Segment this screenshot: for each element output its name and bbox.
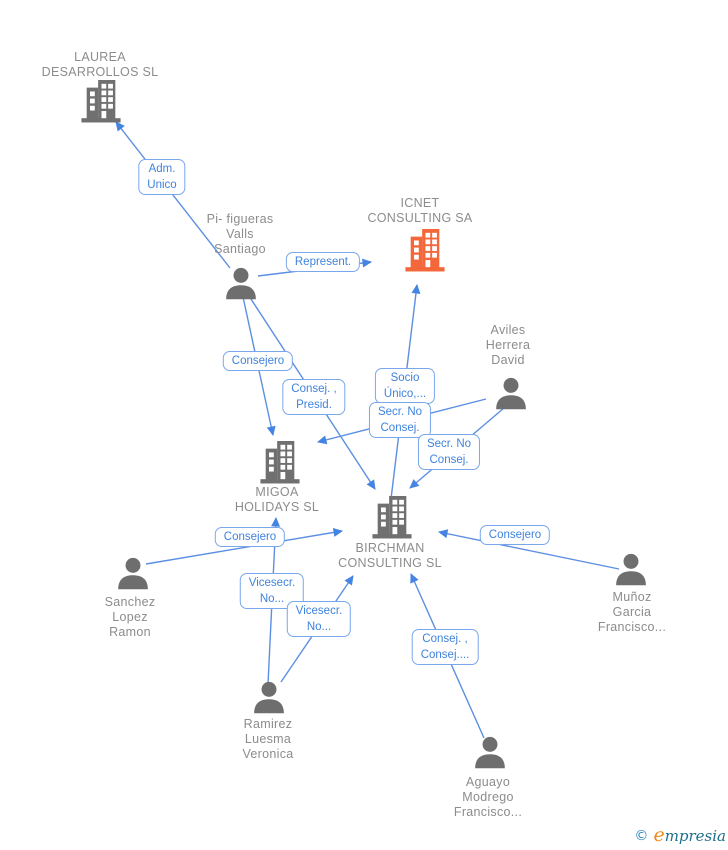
label-line: Vicesecr. xyxy=(295,605,343,617)
label-line: Aguayo xyxy=(465,775,511,789)
edge-pifigueras-laurea xyxy=(115,121,231,269)
person-icon[interactable] xyxy=(251,681,287,714)
label-line: Consejero xyxy=(488,529,542,541)
label-line: Consejero xyxy=(231,355,285,367)
label-line: Ramirez xyxy=(243,717,293,731)
company-building-icon[interactable] xyxy=(371,495,413,539)
label-line: Adm. xyxy=(148,163,176,175)
label-line: Secr. No xyxy=(426,438,472,450)
edge-munoz-birchman xyxy=(438,529,620,570)
label-line: ICNET xyxy=(400,196,440,210)
label-line: Francisco... xyxy=(453,805,523,820)
company-building-icon[interactable] xyxy=(259,440,301,484)
label-line: BIRCHMAN xyxy=(355,541,425,555)
node-birchman-label: BIRCHMAN CONSULTING SL xyxy=(338,541,442,571)
label-line: Consejero xyxy=(223,531,277,543)
label-line: Herrera xyxy=(485,338,531,353)
node-sanchez-label: Sanchez Lopez Ramon xyxy=(105,595,156,641)
label-line: Veronica xyxy=(242,747,294,762)
label-line: Secr. No xyxy=(377,406,423,418)
label-line: Consej. xyxy=(429,454,469,466)
label-line: Pi- figueras xyxy=(206,212,274,226)
label-line: Vicesecr. xyxy=(248,577,296,589)
empresia-logo[interactable]: © empresia xyxy=(634,824,726,846)
person-icon[interactable] xyxy=(115,557,151,590)
label-line: Aviles xyxy=(490,323,526,337)
edge-label-consejero-munoz[interactable]: Consejero xyxy=(479,525,551,545)
node-laurea-label: LAUREA DESARROLLOS SL xyxy=(42,50,159,80)
label-line: Consej.... xyxy=(420,649,470,661)
edge-label-consej-presid[interactable]: Consej. , Presid. xyxy=(282,379,346,415)
label-line: MIGOA xyxy=(255,485,299,499)
edge-label-represent[interactable]: Represent. xyxy=(285,252,361,272)
label-line: David xyxy=(491,353,525,368)
label-line: Único,... xyxy=(383,388,427,400)
label-line: Santiago xyxy=(214,242,266,257)
node-ramirez-label: Ramirez Luesma Veronica xyxy=(242,717,293,763)
label-line: Represent. xyxy=(294,256,352,268)
company-building-icon[interactable] xyxy=(80,79,122,123)
edge-sanchez-birchman xyxy=(145,527,343,565)
label-line: Consej. xyxy=(380,422,420,434)
node-pi-figueras-label: Pi- figueras Valls Santiago xyxy=(207,212,274,258)
node-aviles-label: Aviles Herrera David xyxy=(486,323,530,369)
edge-label-socio-unico[interactable]: Socio Único,... xyxy=(374,368,436,404)
label-line: No... xyxy=(306,621,332,633)
copyright-icon: © xyxy=(634,828,649,844)
label-line: Consej. , xyxy=(291,383,337,395)
label-line: Socio xyxy=(390,372,420,384)
label-line: Muñoz xyxy=(612,590,652,604)
label-line: Luesma xyxy=(244,732,292,747)
person-icon[interactable] xyxy=(493,377,529,410)
node-munoz-label: Muñoz Garcia Francisco... xyxy=(598,590,666,636)
label-line: Consej. , xyxy=(422,633,468,645)
label-line: LAUREA xyxy=(74,50,126,64)
label-line: No... xyxy=(259,593,285,605)
node-aguayo-label: Aguayo Modrego Francisco... xyxy=(454,775,522,821)
person-icon[interactable] xyxy=(613,553,649,586)
edge-label-adm-unico[interactable]: Adm. Unico xyxy=(138,159,186,195)
edge-label-consejero-sanchez[interactable]: Consejero xyxy=(214,527,286,547)
label-line: Ramon xyxy=(109,625,151,640)
label-line: Francisco... xyxy=(597,620,667,635)
label-line: CONSULTING SA xyxy=(367,211,473,226)
company-building-icon-highlighted[interactable] xyxy=(404,228,446,272)
edge-label-secr-no-consej-1[interactable]: Secr. No Consej. xyxy=(368,402,432,438)
label-line: HOLIDAYS SL xyxy=(234,500,320,515)
label-line: Unico xyxy=(147,179,177,191)
edge-label-consejero-migoa[interactable]: Consejero xyxy=(222,351,294,371)
edge-label-secr-no-consej-2[interactable]: Secr. No Consej. xyxy=(417,434,481,470)
brand-initial: e xyxy=(653,824,665,846)
node-icnet-label: ICNET CONSULTING SA xyxy=(367,196,472,226)
person-icon[interactable] xyxy=(472,736,508,769)
label-line: Valls xyxy=(226,227,254,242)
label-line: Presid. xyxy=(296,399,332,411)
node-migoa-label: MIGOA HOLIDAYS SL xyxy=(235,485,319,515)
edge-label-consej-consej[interactable]: Consej. , Consej.... xyxy=(411,629,479,665)
label-line: DESARROLLOS SL xyxy=(41,65,159,80)
brand-name: mpresia xyxy=(664,827,726,845)
label-line: Sanchez xyxy=(104,595,156,609)
person-icon[interactable] xyxy=(223,267,259,300)
label-line: Modrego xyxy=(462,790,514,805)
label-line: CONSULTING SL xyxy=(338,556,442,571)
label-line: Lopez xyxy=(112,610,148,625)
label-line: Garcia xyxy=(612,605,652,620)
edge-label-vicesecr-2[interactable]: Vicesecr. No... xyxy=(286,601,352,637)
